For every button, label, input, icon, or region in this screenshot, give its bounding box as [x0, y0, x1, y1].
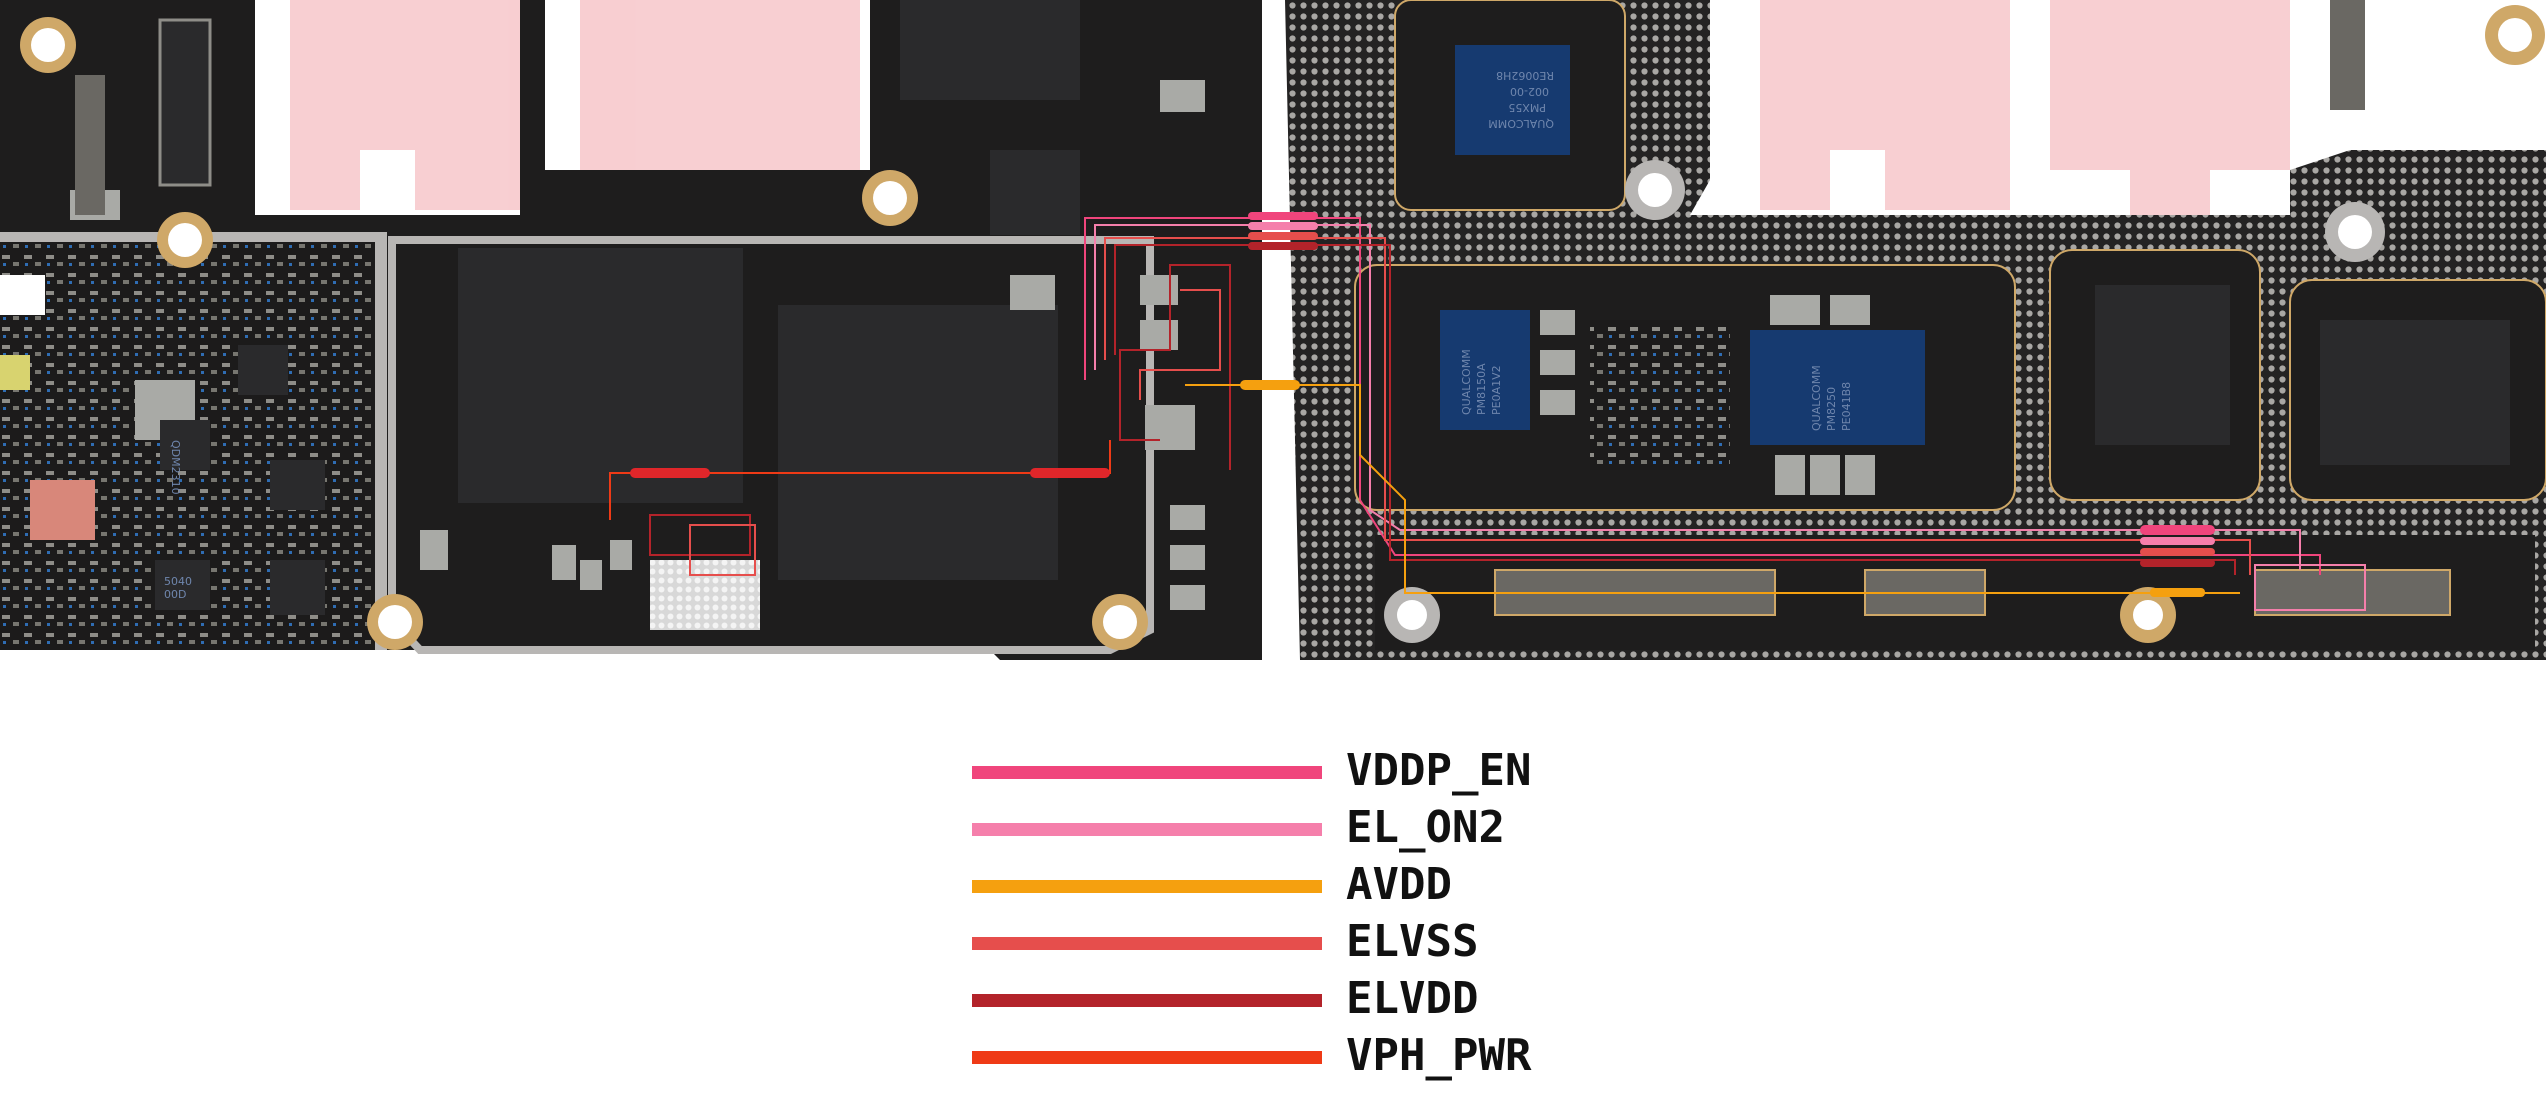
chip-marking-text: 00D — [164, 588, 186, 601]
chip-marking-text: PM8150A — [1475, 363, 1488, 415]
legend-item-el-on2: EL_ON2 — [972, 802, 1672, 854]
legend-label-el-on2: EL_ON2 — [1346, 802, 1505, 853]
legend-item-avdd: AVDD — [972, 859, 1672, 911]
chip-marking-text: 002-00 — [1510, 85, 1549, 98]
legend-swatch-el-on2 — [972, 823, 1322, 836]
legend-item-vph-pwr: VPH_PWR — [972, 1030, 1672, 1082]
legend-label-elvss: ELVSS — [1346, 916, 1479, 967]
trace-elvdd — [1119, 264, 1231, 470]
trace-vddp-en — [1084, 217, 2321, 575]
chip-marking-text: QUALCOMM — [1460, 349, 1473, 415]
signal-traces — [609, 212, 2366, 611]
legend-label-vph-pwr: VPH_PWR — [1346, 1030, 1532, 1081]
legend-swatch-elvss — [972, 937, 1322, 950]
legend-item-vddp-en: VDDP_EN — [972, 745, 1672, 797]
chip-marking-text: PE041B8 — [1840, 382, 1853, 431]
watermark-logo-right — [1760, 0, 2290, 230]
chip-marking-text: 5040 — [164, 575, 192, 588]
trace-elvss-right — [1104, 237, 2251, 575]
chip-marking-text: QUALCOMM — [1488, 117, 1554, 130]
legend-swatch-elvdd — [972, 994, 1322, 1007]
chip-marking-text: RE0062H8 — [1496, 69, 1554, 82]
trace-elvss — [1139, 289, 1221, 400]
chip-marking-text: PE0A1V2 — [1490, 365, 1503, 415]
chip-marking-text: PMX55 — [1508, 101, 1546, 114]
legend-label-elvdd: ELVDD — [1346, 973, 1479, 1024]
trace-elvdd-right — [1114, 244, 2236, 575]
legend-swatch-vddp-en — [972, 766, 1322, 779]
pcb-board-image: QDM2310 5040 00D — [0, 0, 2546, 660]
legend-label-avdd: AVDD — [1346, 859, 1452, 910]
legend-item-elvdd: ELVDD — [972, 973, 1672, 1025]
trace-vph-pwr — [609, 440, 1111, 520]
trace-el-on2 — [1094, 224, 2301, 570]
chip-marking-text: PM8250 — [1825, 387, 1838, 431]
watermark-logo-left — [290, 0, 860, 230]
left-board: QDM2310 5040 00D — [0, 0, 1262, 660]
right-board: QUALCOMM PMX55 002-00 RE0062H8 QUALCOMM … — [1285, 0, 2546, 660]
legend-swatch-avdd — [972, 880, 1322, 893]
legend-swatch-vph-pwr — [972, 1051, 1322, 1064]
legend-label-vddp-en: VDDP_EN — [1346, 745, 1532, 796]
chip-marking-text: QDM2310 — [169, 440, 182, 495]
chip-marking-text: QUALCOMM — [1810, 365, 1823, 431]
legend-item-elvss: ELVSS — [972, 916, 1672, 968]
